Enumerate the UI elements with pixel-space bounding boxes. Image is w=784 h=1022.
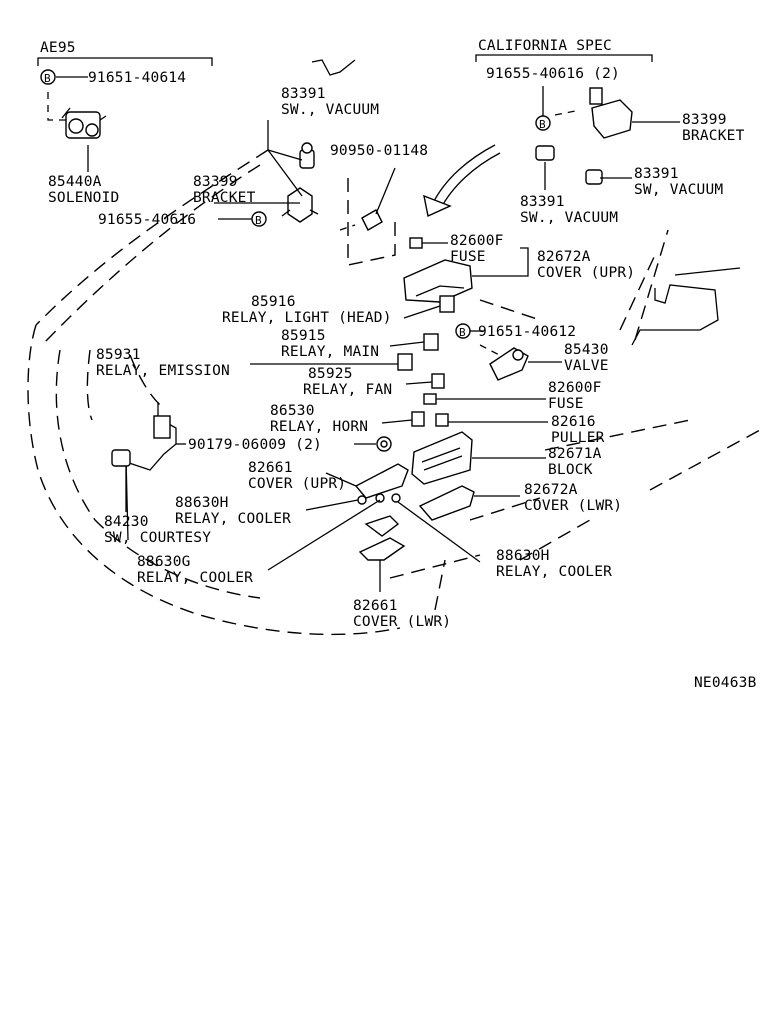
label-courtesy-name: SW, COURTESY [104, 530, 211, 546]
cover-lwr-r-part [418, 485, 475, 521]
group-label-california: CALIFORNIA SPEC [478, 38, 612, 54]
label-fuse-lower-num: 82600F [548, 380, 602, 396]
label-relay-cooler-g-name: RELAY, COOLER [137, 570, 253, 586]
label-vac-sw-main-name: SW., VACUUM [281, 102, 379, 118]
figure-code: NE0463B [694, 675, 757, 691]
label-cover-upr-l-num: 82661 [248, 460, 293, 476]
label-relay-cooler-g-num: 88630G [137, 554, 191, 570]
cover-upr-r-part [403, 259, 473, 303]
label-bolt-91651-40614: 91651-40614 [88, 70, 186, 86]
label-vac-sw-calif-l-name: SW., VACUUM [520, 210, 618, 226]
vacuum-switch-calif-r-part [585, 169, 603, 185]
label-solenoid-name: SOLENOID [48, 190, 119, 206]
label-bracket-calif-num: 83399 [682, 112, 727, 128]
solenoid-part [61, 107, 107, 139]
bolt-marker-ae95: B [40, 69, 56, 85]
label-valve-name: VALVE [564, 358, 609, 374]
label-bracket-calif-name: BRACKET [682, 128, 745, 144]
label-bracket-main-num: 83399 [193, 174, 238, 190]
label-relay-main-num: 85915 [281, 328, 326, 344]
label-relay-head-name: RELAY, LIGHT (HEAD) [222, 310, 392, 326]
label-relay-main-name: RELAY, MAIN [281, 344, 379, 360]
bracket-calif-part [589, 87, 633, 139]
fuse-upper-part [409, 237, 423, 249]
part-90950-01148 [361, 209, 383, 231]
label-puller-num: 82616 [551, 414, 596, 430]
label-90950-01148: 90950-01148 [330, 143, 428, 159]
grommet-part [376, 436, 392, 452]
label-cover-lwr-l-name: COVER (LWR) [353, 614, 451, 630]
label-cover-upr-l-name: COVER (UPR) [248, 476, 346, 492]
label-relay-emission-name: RELAY, EMISSION [96, 363, 230, 379]
bolt-marker-valve: B [455, 323, 471, 339]
label-cover-lwr-l-num: 82661 [353, 598, 398, 614]
cover-lwr-l-part [358, 515, 406, 561]
label-block-name: BLOCK [548, 462, 593, 478]
label-block-num: 82671A [548, 446, 602, 462]
label-relay-horn-name: RELAY, HORN [270, 419, 368, 435]
label-courtesy-num: 84230 [104, 514, 149, 530]
label-relay-head-num: 85916 [251, 294, 296, 310]
label-puller-name: PULLER [551, 430, 605, 446]
relay-head-part [439, 295, 455, 313]
label-solenoid-num: 85440A [48, 174, 102, 190]
group-label-ae95: AE95 [40, 40, 76, 56]
label-bolt-91655-40616-main: 91655-40616 [98, 212, 196, 228]
label-bolt-91651-40612: 91651-40612 [478, 324, 576, 340]
label-bolt-91655-40616-calif: 91655-40616 (2) [486, 66, 620, 82]
svg-text:B: B [459, 326, 466, 339]
label-fuse-upper-num: 82600F [450, 233, 504, 249]
label-valve-num: 85430 [564, 342, 609, 358]
svg-text:B: B [255, 214, 262, 227]
block-part [411, 431, 473, 485]
label-cover-lwr-r-num: 82672A [524, 482, 578, 498]
label-vac-sw-calif-r-name: SW, VACUUM [634, 182, 723, 198]
relay-main-part [423, 333, 439, 351]
courtesy-switch-part [111, 402, 177, 541]
bolt-marker-main: B [251, 211, 267, 227]
relay-emission-part [397, 353, 413, 371]
label-relay-fan-name: RELAY, FAN [303, 382, 392, 398]
label-relay-cooler-h-r-num: 88630H [496, 548, 550, 564]
valve-part [489, 347, 529, 381]
label-cover-upr-r-name: COVER (UPR) [537, 265, 635, 281]
vacuum-switch-main-part [299, 142, 315, 169]
label-relay-cooler-h-l-num: 88630H [175, 495, 229, 511]
label-cover-upr-r-num: 82672A [537, 249, 591, 265]
label-relay-cooler-h-l-name: RELAY, COOLER [175, 511, 291, 527]
label-fuse-lower-name: FUSE [548, 396, 584, 412]
svg-text:B: B [44, 72, 51, 85]
group-bracket-ae95 [37, 57, 213, 66]
bracket-main-part [281, 187, 319, 223]
puller-part [435, 413, 449, 427]
group-bracket-california [475, 54, 653, 62]
label-bracket-main-name: BRACKET [193, 190, 256, 206]
label-fuse-upper-name: FUSE [450, 249, 486, 265]
label-relay-cooler-h-r-name: RELAY, COOLER [496, 564, 612, 580]
cover-upr-l-part [354, 463, 409, 499]
body-outline [27, 92, 761, 636]
label-vac-sw-calif-r-num: 83391 [634, 166, 679, 182]
label-relay-emission-num: 85931 [96, 347, 141, 363]
leader-lines [56, 76, 680, 592]
label-vac-sw-main-num: 83391 [281, 86, 326, 102]
hose-line [311, 59, 741, 346]
label-cover-lwr-r-name: COVER (LWR) [524, 498, 622, 514]
label-grommet-90179: 90179-06009 (2) [188, 437, 322, 453]
vacuum-switch-calif-l-part [535, 145, 555, 161]
fuse-lower-part [423, 393, 437, 405]
label-relay-fan-num: 85925 [308, 366, 353, 382]
label-relay-horn-num: 86530 [270, 403, 315, 419]
view-arrow [423, 144, 501, 218]
relay-horn-part [411, 411, 425, 427]
bolt-marker-calif: B [535, 115, 551, 131]
label-vac-sw-calif-l-num: 83391 [520, 194, 565, 210]
svg-text:B: B [539, 118, 546, 131]
relay-fan-part [431, 373, 445, 389]
